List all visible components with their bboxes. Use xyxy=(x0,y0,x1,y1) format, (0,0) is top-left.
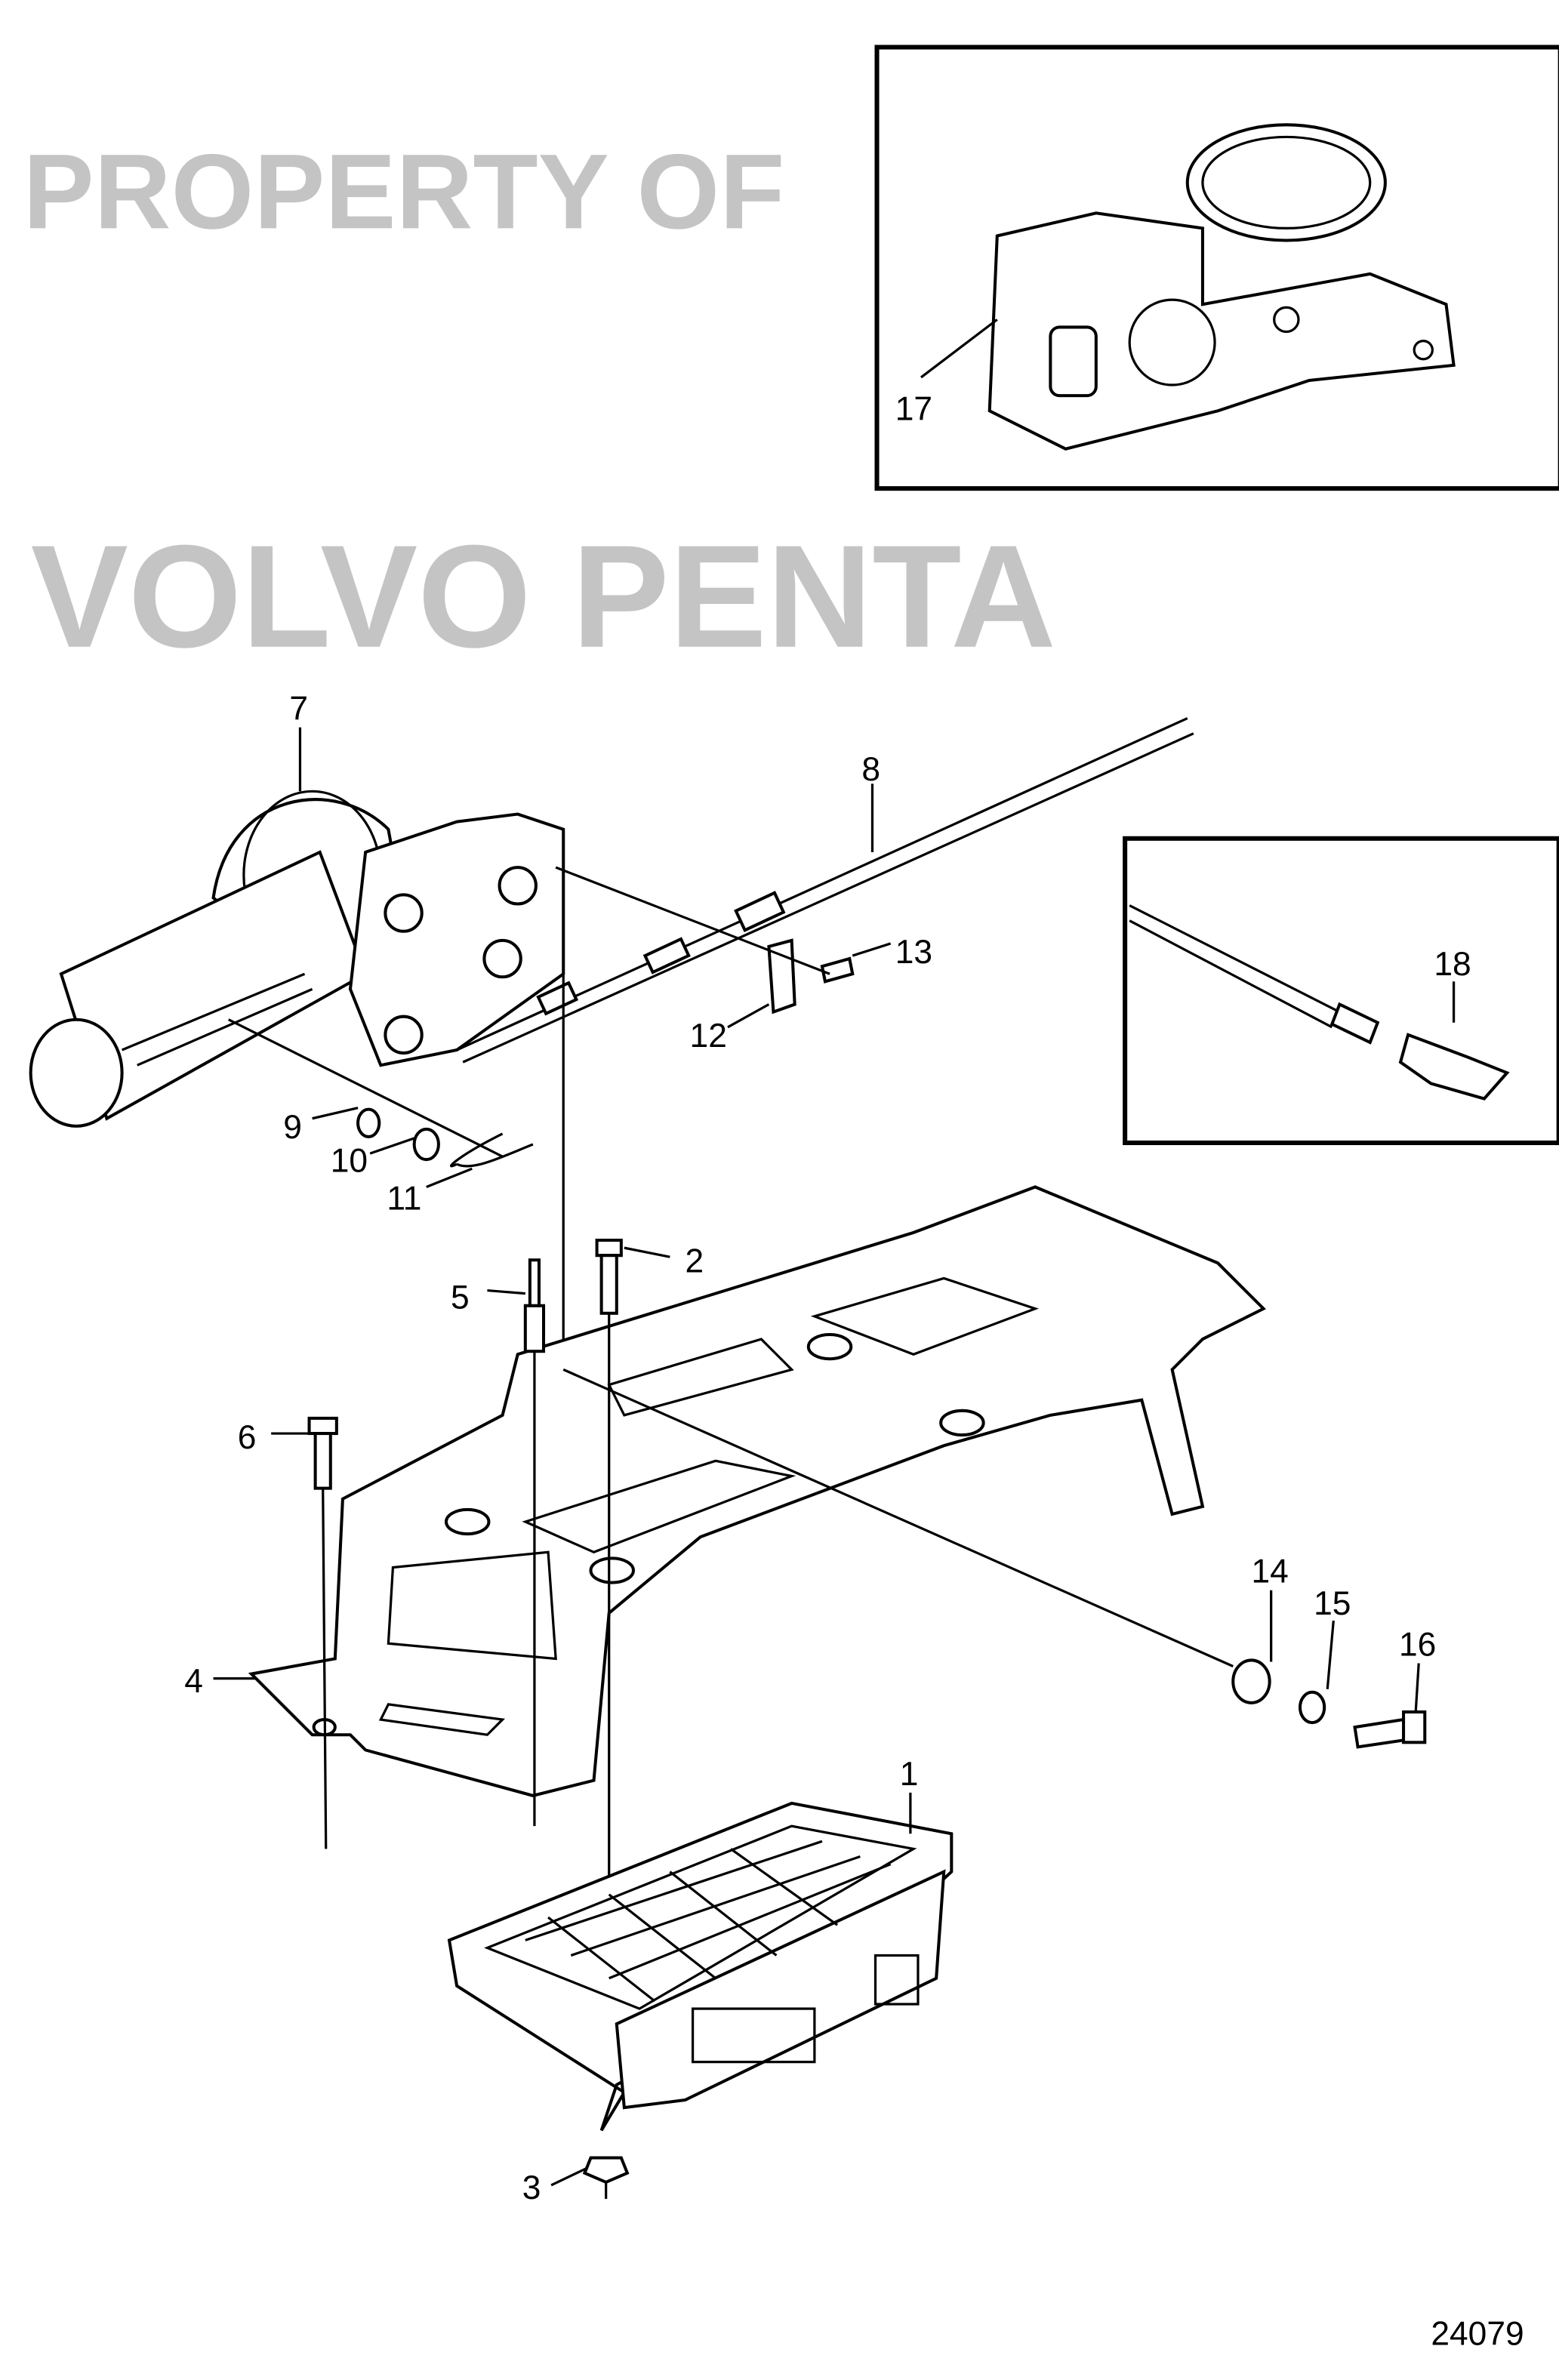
callout-6: 6 xyxy=(238,1419,257,1456)
watermark-line-2: VOLVO PENTA xyxy=(31,516,1056,679)
callout-8: 8 xyxy=(861,751,880,788)
callout-11: 11 xyxy=(387,1181,421,1218)
drawing-number: 24079 xyxy=(1431,2316,1524,2353)
callout-17: 17 xyxy=(895,390,932,427)
callout-16: 16 xyxy=(1399,1626,1436,1663)
callout-2: 2 xyxy=(686,1242,704,1279)
inset-cable-end xyxy=(1123,836,1559,1146)
callout-10: 10 xyxy=(331,1142,368,1179)
callout-18: 18 xyxy=(1434,946,1471,983)
control-unit xyxy=(447,1801,954,2132)
callout-5: 5 xyxy=(451,1279,470,1316)
callout-3: 3 xyxy=(522,2169,541,2206)
callouts: 17 7 8 13 12 18 9 10 11 2 5 6 4 14 15 16… xyxy=(184,390,1471,2206)
callout-12: 12 xyxy=(690,1018,727,1055)
callout-15: 15 xyxy=(1314,1585,1351,1622)
throttle-cable xyxy=(456,717,1194,1064)
callout-1: 1 xyxy=(900,1756,919,1793)
callout-13: 13 xyxy=(895,934,932,971)
watermark: PROPERTY OF VOLVO PENTA xyxy=(23,131,1056,678)
callout-9: 9 xyxy=(283,1109,302,1146)
connector-icon xyxy=(1049,325,1098,398)
inset-throttle-body xyxy=(874,45,1559,491)
callout-7: 7 xyxy=(289,691,308,728)
callout-4: 4 xyxy=(184,1663,203,1700)
callout-14: 14 xyxy=(1251,1553,1288,1590)
actuator xyxy=(29,790,565,1128)
watermark-line-1: PROPERTY OF xyxy=(23,131,785,251)
mounting-bracket xyxy=(248,1185,1266,1797)
